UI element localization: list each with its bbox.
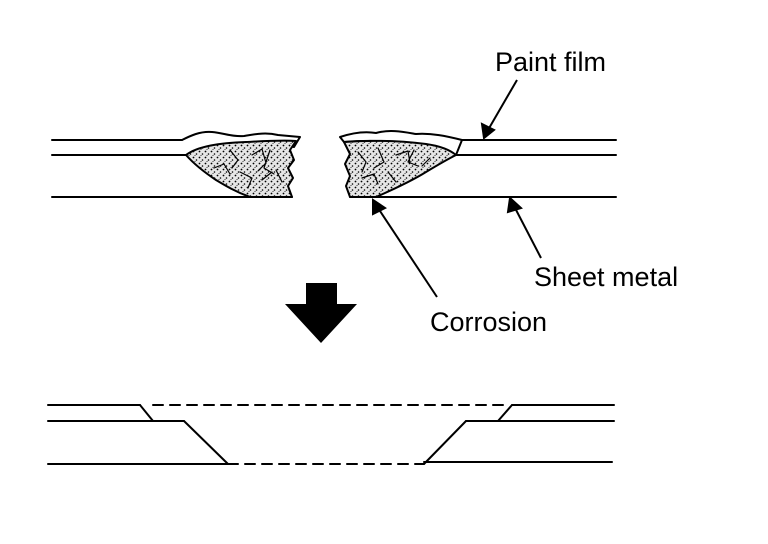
paint-film-leader-line: [487, 79, 518, 131]
bottom-right-metal-bevel: [423, 420, 467, 465]
paint-film-arrowhead: [480, 122, 496, 140]
sheet-metal-label: Sheet metal: [534, 262, 678, 292]
sheet-metal-arrowhead: [506, 195, 523, 214]
process-down-arrow-icon: [285, 283, 357, 343]
right-corrosion-texture: [357, 147, 431, 185]
repaired-panel-section: [47, 404, 615, 465]
corrosion-arrowhead: [372, 198, 387, 216]
bottom-left-paint-bevel: [139, 404, 154, 422]
bottom-left-metal-bevel: [183, 420, 229, 465]
corrosion-leader-line: [377, 207, 438, 298]
left-corrosion-mass: [185, 139, 297, 198]
paint-film-label: Paint film: [495, 47, 606, 77]
sheet-metal-leader-line: [513, 205, 542, 259]
left-corrosion-texture: [213, 148, 283, 189]
bottom-right-paint-bevel: [497, 404, 513, 422]
corroded-panel-section: [51, 130, 617, 198]
corrosion-label: Corrosion: [430, 307, 547, 337]
leader-arrows: [372, 79, 542, 298]
right-corrosion-mass: [343, 139, 457, 198]
